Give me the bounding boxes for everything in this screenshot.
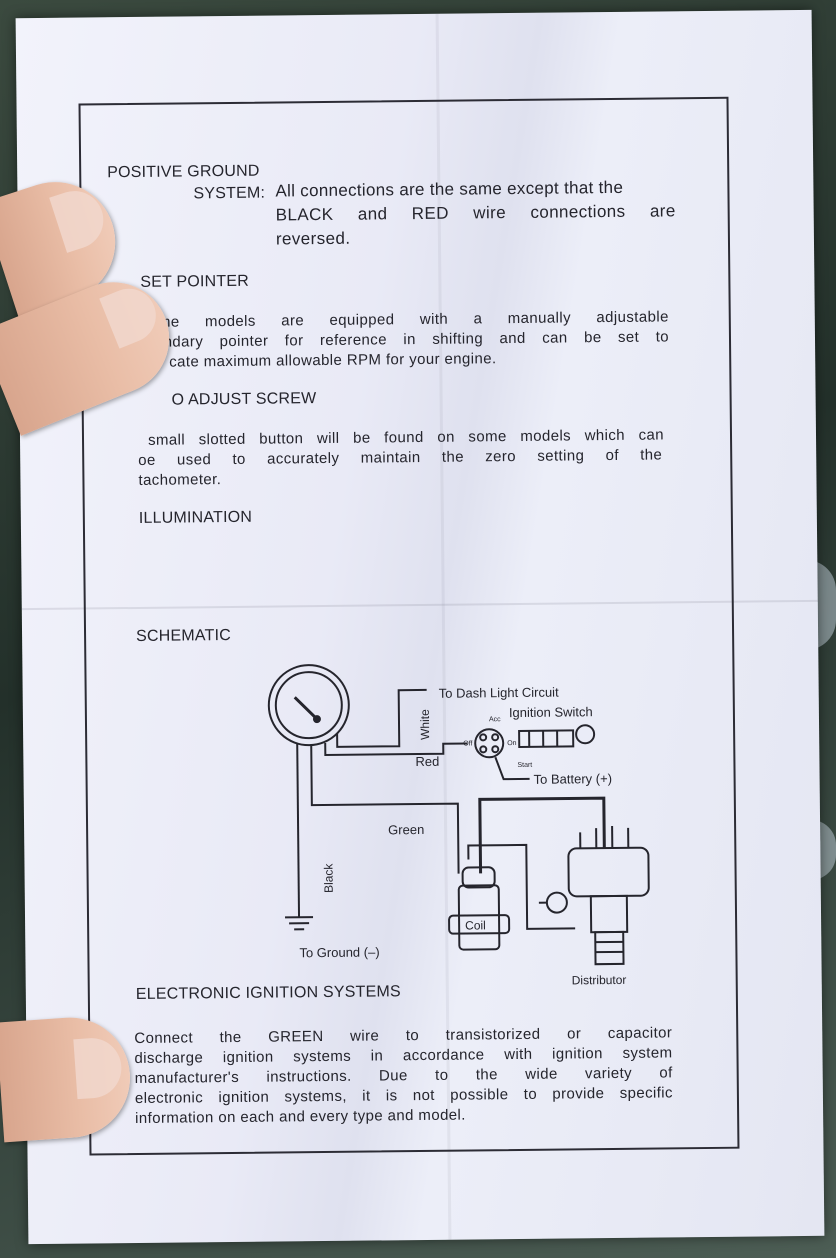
red-wire	[324, 742, 468, 757]
zero-adjust-heading: O ADJUST SCREW	[171, 390, 317, 409]
ignition-key-body	[518, 729, 575, 748]
instruction-sheet: POSITIVE GROUND SYSTEM: All connections …	[15, 9, 825, 1245]
set-pointer-text-line3: cate maximum allowable RPM for your engi…	[169, 350, 497, 371]
coil-high-tension-wire	[478, 796, 606, 874]
switch-terminal	[491, 733, 500, 742]
white-wire	[336, 688, 427, 748]
label-black-wire: Black	[321, 863, 335, 893]
battery-wire	[494, 756, 530, 781]
switch-terminal	[491, 745, 500, 754]
green-wire	[310, 745, 460, 874]
tachometer-needle-hub	[312, 715, 321, 724]
label-red-wire: Red	[415, 754, 439, 769]
label-on: On	[507, 740, 517, 747]
positive-ground-heading: POSITIVE GROUND	[107, 162, 260, 182]
positive-ground-text-line1: All connections are the same except that…	[275, 177, 624, 201]
label-coil: Coil	[465, 918, 486, 932]
label-start: Start	[517, 762, 532, 769]
ignition-coil-bracket	[448, 914, 511, 935]
distributor-shaft	[594, 930, 625, 966]
positive-ground-system-label: SYSTEM:	[193, 184, 266, 203]
tachometer-gauge-face	[274, 671, 343, 740]
electronic-ignition-heading: ELECTRONIC IGNITION SYSTEMS	[135, 983, 401, 1003]
coil-to-distributor-wire	[467, 843, 576, 930]
vacuum-advance	[545, 891, 568, 914]
switch-terminal	[479, 733, 488, 742]
label-to-ground: To Ground (–)	[299, 944, 379, 960]
distributor-cap	[567, 846, 650, 898]
illumination-heading: ILLUMINATION	[138, 508, 253, 527]
zero-adjust-text-line3: tachometer.	[138, 471, 222, 489]
schematic-heading: SCHEMATIC	[135, 626, 232, 645]
ignition-coil-body	[457, 884, 501, 951]
switch-terminal	[479, 745, 488, 754]
black-wire	[296, 743, 301, 918]
ignition-key-head	[575, 724, 596, 745]
electronic-ignition-text-line5: information on each and every type and m…	[135, 1106, 466, 1128]
ignition-switch-body	[474, 728, 505, 759]
label-green-wire: Green	[388, 822, 424, 837]
tachometer-needle	[293, 696, 316, 719]
label-off: Off	[463, 740, 472, 747]
set-pointer-heading: SET POINTER	[140, 272, 250, 291]
label-acc: Acc	[489, 716, 501, 723]
label-ignition-switch: Ignition Switch	[509, 704, 593, 720]
label-to-battery: To Battery (+)	[534, 771, 613, 787]
ignition-coil-cap	[461, 866, 496, 889]
positive-ground-text-line3: reversed.	[275, 228, 351, 249]
wiring-schematic-diagram: To Dash Light Circuit Ignition Switch Ac…	[267, 664, 650, 988]
tachometer-gauge-outer	[267, 664, 350, 747]
label-to-dash-light-circuit: To Dash Light Circuit	[439, 685, 559, 701]
distributor-body	[589, 894, 629, 934]
label-white-wire: White	[418, 709, 432, 740]
label-distributor: Distributor	[572, 973, 627, 988]
